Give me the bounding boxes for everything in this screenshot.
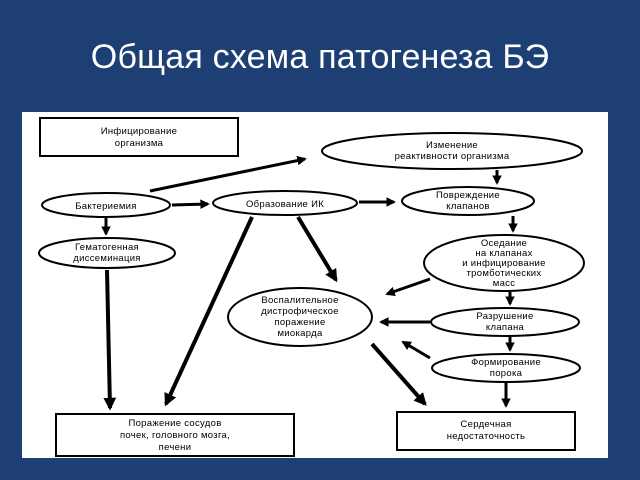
arrow-defect-to-myocardium [401, 340, 431, 360]
node-valve-destruction: Разрушение клапана [430, 307, 580, 337]
node-infection: Инфицирование организма [39, 117, 239, 157]
node-heart-failure-line-2: недостаточность [447, 431, 526, 442]
node-vessels-line-2: почек, головного мозга, [120, 430, 230, 441]
arrow-bacteremia-to-ic-formation [171, 199, 210, 210]
node-ic-formation: Образование ИК [212, 190, 358, 216]
node-valve-damage-line-2: клапанов [446, 201, 490, 212]
node-valve-damage-line-1: Повреждение [436, 190, 500, 201]
node-hematogenous-line-1: Гематогенная [75, 242, 139, 253]
node-reactivity-line-2: реактивности организма [395, 151, 510, 162]
node-hematogenous-line-2: диссеминация [73, 253, 141, 264]
node-vessels-line-3: печени [159, 442, 192, 453]
node-vessels-line-1: Поражение сосудов [128, 418, 221, 429]
arrow-ic-formation-to-myocardium [296, 215, 338, 283]
node-infection-line-1: Инфицирование [101, 126, 177, 137]
node-ic-formation-line-1: Образование ИК [246, 199, 324, 210]
node-valve-destruction-line-2: клапана [486, 322, 525, 333]
node-settling-line-5: масс [493, 278, 516, 289]
arrow-bacteremia-to-reactivity [149, 155, 307, 193]
node-valve-damage: Повреждение клапанов [401, 186, 535, 216]
node-defect-line-1: Формирование [471, 357, 541, 368]
node-hematogenous: Гематогенная диссеминация [38, 237, 176, 269]
node-infection-line-2: организма [115, 138, 164, 149]
arrow-ic-formation-to-vessels [164, 216, 254, 407]
node-settling-line-1: Оседание [481, 238, 527, 249]
slide-title: Общая схема патогенеза БЭ [90, 38, 550, 76]
node-reactivity-line-1: Изменение [426, 140, 478, 151]
node-valve-destruction-line-1: Разрушение [476, 311, 533, 322]
node-defect-line-2: порока [490, 368, 523, 379]
node-myocardium-line-3: поражение [274, 317, 325, 328]
node-settling-line-4: тромботических [467, 268, 542, 279]
node-myocardium: Воспалительное дистрофическое поражение … [227, 287, 373, 347]
node-bacteremia: Бактериемия [41, 192, 171, 218]
node-defect: Формирование порока [431, 353, 581, 383]
node-settling-line-3: и инфицирование [462, 258, 546, 269]
node-reactivity: Изменение реактивности организма [321, 132, 583, 170]
node-heart-failure: Сердечная недостаточность [396, 411, 576, 451]
node-settling: Оседание на клапанах и инфицирование тро… [423, 234, 585, 292]
node-bacteremia-line-1: Бактериемия [75, 201, 136, 212]
arrow-hematogenous-to-vessels [103, 269, 117, 411]
node-myocardium-line-1: Воспалительное [261, 295, 338, 306]
node-vessels: Поражение сосудов почек, головного мозга… [55, 413, 295, 457]
arrow-myocardium-to-heart-failure [370, 342, 427, 406]
node-myocardium-line-2: дистрофическое [261, 306, 339, 317]
node-myocardium-line-4: миокарда [277, 328, 322, 339]
node-settling-line-2: на клапанах [475, 248, 532, 259]
arrow-settling-to-myocardium [385, 277, 431, 297]
node-heart-failure-line-1: Сердечная [460, 419, 511, 430]
